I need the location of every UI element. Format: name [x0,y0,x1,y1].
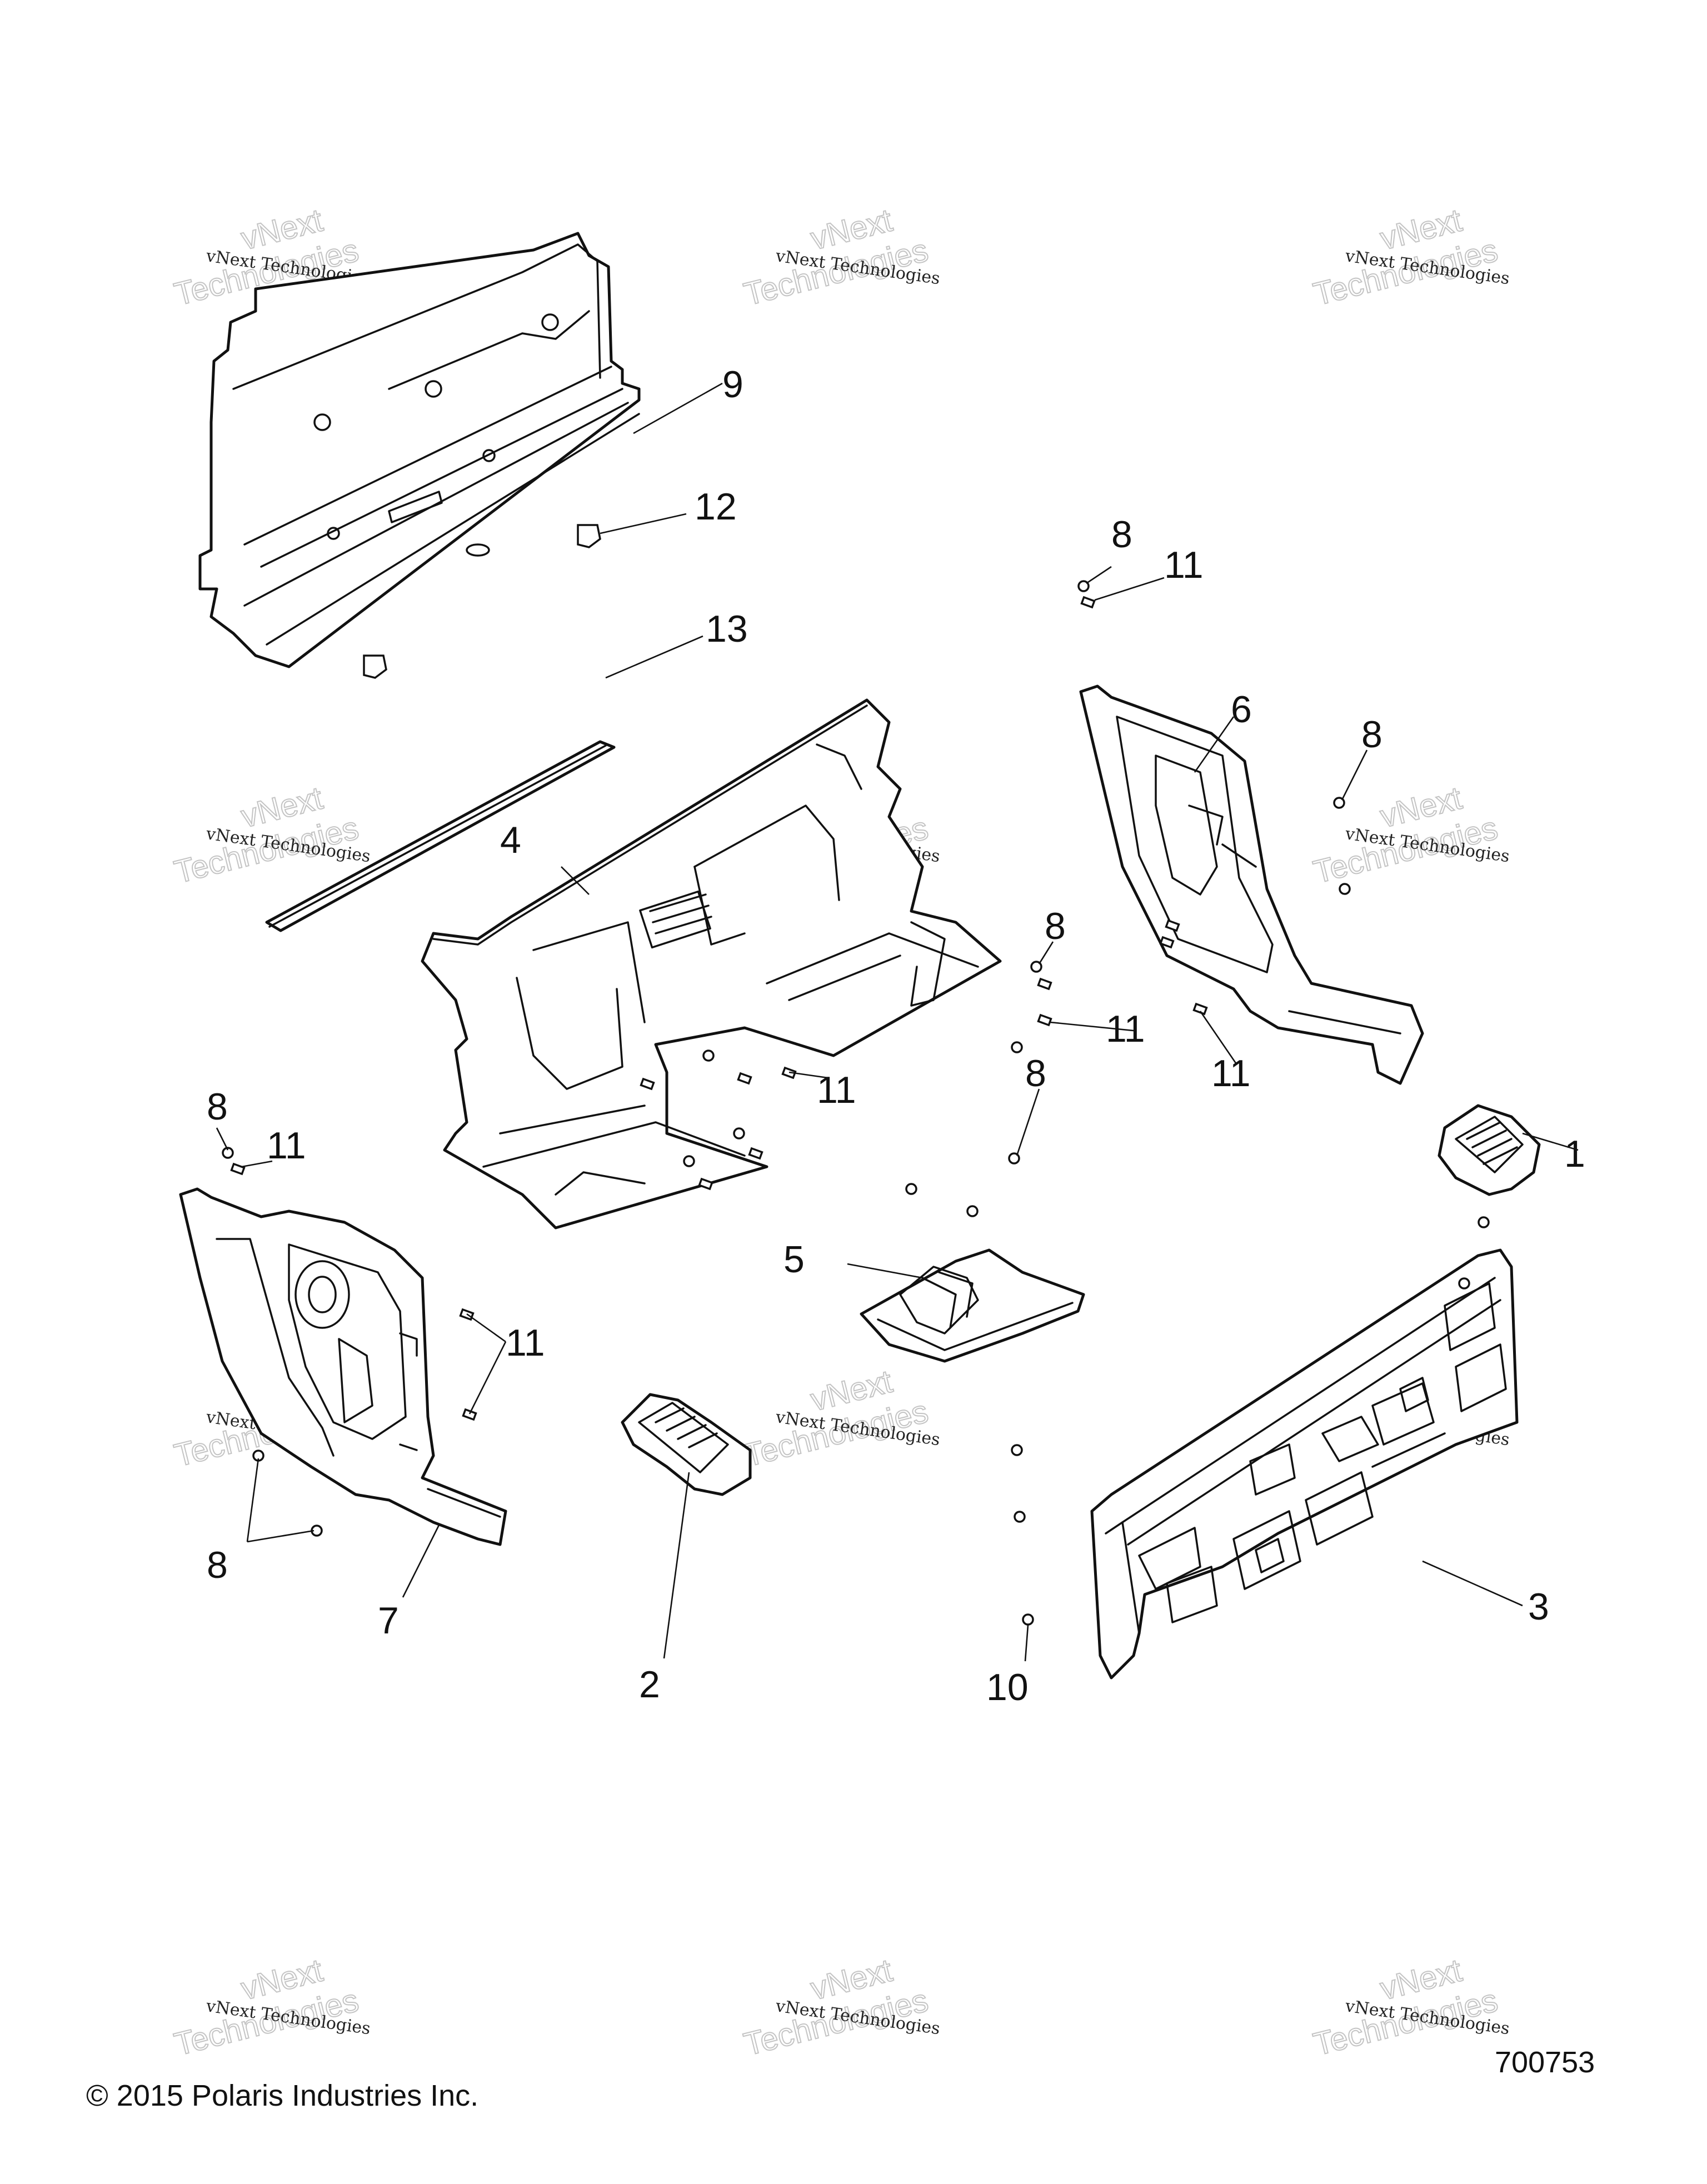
screw-10 [1014,1511,1026,1523]
callout-1: 1 [1564,1133,1585,1175]
leader-lines [216,382,1579,1662]
watermark: vNext Technologies vNext Technologies [1309,779,1510,891]
part-12-clip [363,524,601,679]
watermark: vNext Technologies vNext Technologies [1309,1952,1510,2063]
clip-11 [698,1177,713,1191]
screw-8 [222,1147,234,1159]
callout-11: 11 [817,1069,856,1111]
callouts: 9 12 13 4 8 11 6 8 8 11 11 8 11 1 8 11 5… [207,363,1585,1708]
screw-8 [1008,1152,1020,1165]
callout-9: 9 [722,363,743,406]
part-5-plate [860,1248,1085,1363]
diagram-number: 700753 [1495,2046,1595,2079]
callout-3: 3 [1528,1586,1549,1628]
callout-11: 11 [1164,544,1204,586]
callout-11: 11 [267,1125,306,1167]
screw-10 [1022,1613,1034,1626]
screw-8 [1011,1041,1023,1053]
watermark: vNext Technologies vNext Technologies [170,779,371,891]
part-9-rear-panel [198,232,641,668]
clip-11 [1192,1002,1208,1016]
part-6-right-side-panel [1079,684,1424,1085]
watermark: vNext Technologies vNext Technologies [740,1952,941,2063]
callout-6: 6 [1231,688,1252,731]
footer: © 2015 Polaris Industries Inc. 700753 [86,2046,1595,2112]
clip-11 [640,1077,655,1091]
clip-11 [1159,936,1175,949]
callout-11: 11 [1106,1008,1145,1050]
clip-11 [462,1408,477,1421]
callout-8: 8 [1025,1052,1046,1095]
callout-8: 8 [1111,513,1132,556]
screw-8 [1478,1216,1490,1228]
clip-11 [1037,977,1052,991]
callout-11: 11 [1211,1052,1251,1095]
callout-8: 8 [1045,905,1066,947]
part-4-center-tub [421,698,1002,1230]
screw-8 [733,1127,745,1140]
screw-8 [1333,797,1345,809]
part-3-floor-panel [1090,1248,1519,1680]
screw-8 [702,1049,715,1062]
screw-8 [905,1183,917,1195]
clip-11 [1037,1013,1052,1027]
callout-8: 8 [207,1544,228,1586]
callout-11: 11 [506,1322,545,1364]
clip-11 [1080,596,1096,609]
screw-8 [1458,1277,1470,1290]
screw-8 [1030,961,1042,973]
screw-8 [683,1155,695,1167]
copyright-text: © 2015 Polaris Industries Inc. [86,2079,478,2112]
hardware [222,580,1490,1626]
part-1-footrest [1438,1104,1541,1196]
watermark: vNext Technologies vNext Technologies [740,202,941,313]
clip-11 [737,1072,752,1085]
watermark: vNext Technologies vNext Technologies [1309,202,1510,313]
part-2-footrest [621,1393,752,1496]
clip-11 [1165,919,1180,932]
callout-13: 13 [706,608,748,650]
screw-8 [1339,883,1351,895]
watermark: vNext Technologies vNext Technologies [740,1363,941,1475]
part-13-strip [265,740,616,932]
callout-12: 12 [695,486,737,528]
watermark: vNext Technologies vNext Technologies [170,202,371,313]
callout-10: 10 [986,1666,1029,1708]
callout-4: 4 [500,819,521,861]
callout-5: 5 [783,1238,805,1281]
screw-10 [1011,1444,1023,1456]
clip-11 [230,1162,246,1176]
callout-8: 8 [1361,713,1382,756]
part-7-left-side-panel [179,1187,507,1546]
callout-2: 2 [639,1663,660,1706]
watermark: vNext Technologies vNext Technologies [170,1952,371,2063]
screw-8 [966,1205,979,1217]
clip-11 [748,1147,763,1160]
callout-7: 7 [378,1600,399,1642]
callout-8: 8 [207,1086,228,1128]
screw-8 [1077,580,1090,592]
